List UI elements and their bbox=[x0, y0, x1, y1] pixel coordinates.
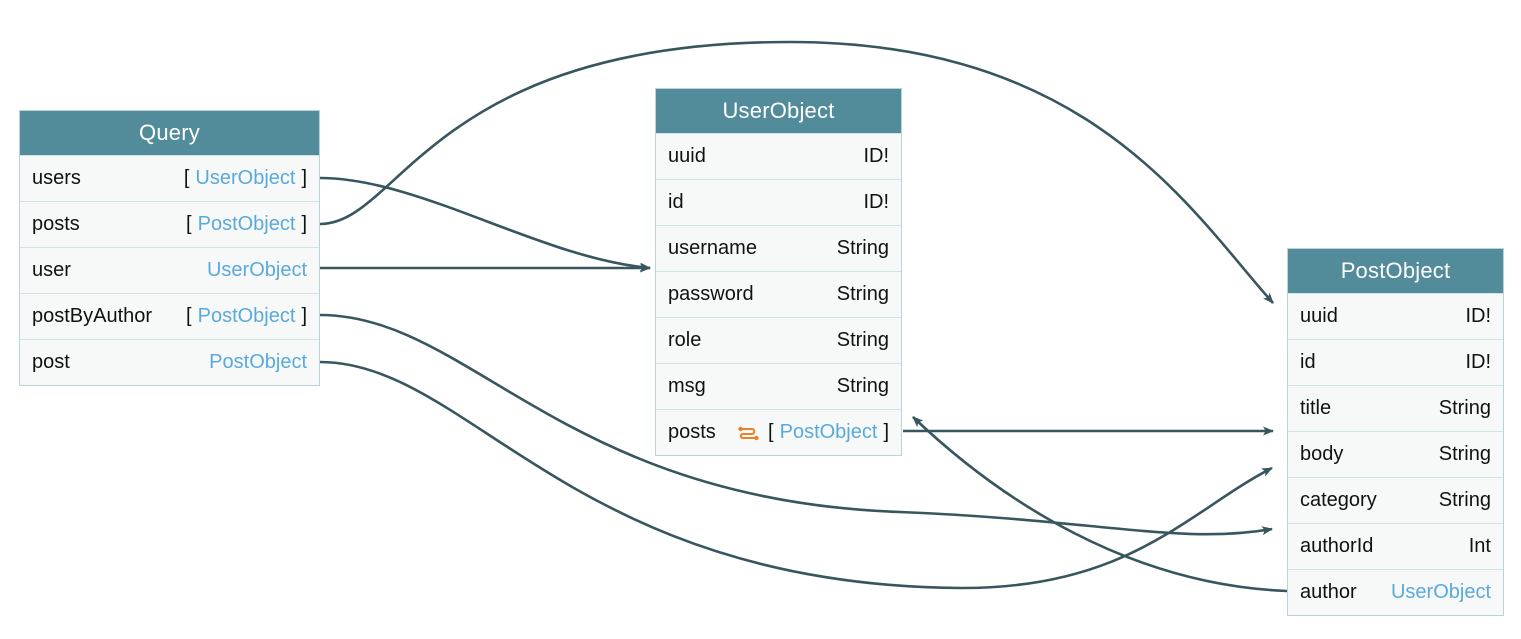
field-row-query-posts[interactable]: posts [PostObject] bbox=[20, 201, 319, 247]
field-name: authorId bbox=[1300, 535, 1374, 557]
field-row-query-users[interactable]: users [UserObject] bbox=[20, 155, 319, 201]
field-name: posts bbox=[668, 421, 716, 443]
field-name: role bbox=[668, 329, 702, 351]
type-reference: PostObject bbox=[197, 305, 296, 327]
field-type: ID! bbox=[1465, 305, 1491, 327]
field-row-postobject-authorid[interactable]: authorId Int bbox=[1288, 523, 1503, 569]
edge-query-users-to-userobject bbox=[319, 176, 651, 272]
field-type: [UserObject] bbox=[183, 167, 307, 189]
field-name: category bbox=[1300, 489, 1377, 511]
field-type: String bbox=[836, 329, 889, 351]
field-type: [PostObject] bbox=[186, 213, 307, 235]
resolver-relation-icon bbox=[736, 424, 762, 442]
field-type: PostObject bbox=[209, 351, 307, 374]
field-type: String bbox=[1438, 397, 1491, 419]
field-row-query-user[interactable]: user UserObject bbox=[20, 247, 319, 293]
field-type: [PostObject] bbox=[736, 421, 889, 444]
field-type: String bbox=[836, 375, 889, 397]
field-name: title bbox=[1300, 397, 1332, 419]
type-reference: PostObject bbox=[197, 213, 296, 235]
field-name: body bbox=[1300, 443, 1344, 465]
entity-userobject-title: UserObject bbox=[656, 89, 901, 133]
field-row-userobject-posts[interactable]: posts [PostObject] bbox=[656, 409, 901, 455]
field-name: posts bbox=[32, 213, 80, 235]
field-type: UserObject bbox=[1391, 581, 1491, 604]
field-row-query-postbyauthor[interactable]: postByAuthor [PostObject] bbox=[20, 293, 319, 339]
type-reference: UserObject bbox=[206, 259, 307, 281]
edge-query-post-to-postobject bbox=[319, 360, 1273, 590]
field-name: msg bbox=[668, 375, 706, 397]
field-name: author bbox=[1300, 581, 1357, 603]
field-name: password bbox=[668, 283, 754, 305]
field-name: user bbox=[32, 259, 71, 281]
field-name: username bbox=[668, 237, 757, 259]
field-name: uuid bbox=[668, 145, 706, 167]
field-name: users bbox=[32, 167, 81, 189]
type-reference: UserObject bbox=[195, 167, 296, 189]
field-type: String bbox=[1438, 443, 1491, 465]
field-name: postByAuthor bbox=[32, 305, 153, 327]
field-row-query-post[interactable]: post PostObject bbox=[20, 339, 319, 385]
field-type: String bbox=[836, 283, 889, 305]
edge-query-posts-to-postobject bbox=[319, 40, 1274, 304]
edge-postobject-author-to-userobject-posts bbox=[912, 416, 1288, 593]
field-name: id bbox=[1300, 351, 1316, 373]
field-type: String bbox=[1438, 489, 1491, 511]
type-reference: PostObject bbox=[209, 351, 307, 373]
field-row-postobject-author[interactable]: author UserObject bbox=[1288, 569, 1503, 615]
field-row-userobject-msg[interactable]: msg String bbox=[656, 363, 901, 409]
field-row-postobject-uuid[interactable]: uuid ID! bbox=[1288, 293, 1503, 339]
field-name: post bbox=[32, 351, 70, 373]
field-name: uuid bbox=[1300, 305, 1338, 327]
entity-query-title: Query bbox=[20, 111, 319, 155]
field-type: Int bbox=[1468, 535, 1491, 557]
field-row-postobject-id[interactable]: id ID! bbox=[1288, 339, 1503, 385]
type-reference: UserObject bbox=[1390, 581, 1491, 603]
field-row-userobject-username[interactable]: username String bbox=[656, 225, 901, 271]
entity-postobject-title: PostObject bbox=[1288, 249, 1503, 293]
field-type: ID! bbox=[1465, 351, 1491, 373]
field-row-userobject-id[interactable]: id ID! bbox=[656, 179, 901, 225]
field-type: [PostObject] bbox=[186, 305, 307, 327]
entity-query[interactable]: Query users [UserObject] posts [PostObje… bbox=[19, 110, 320, 386]
type-reference: PostObject bbox=[779, 421, 878, 443]
field-row-postobject-title[interactable]: title String bbox=[1288, 385, 1503, 431]
field-row-postobject-category[interactable]: category String bbox=[1288, 477, 1503, 523]
field-type: ID! bbox=[863, 145, 889, 167]
field-row-userobject-uuid[interactable]: uuid ID! bbox=[656, 133, 901, 179]
field-row-userobject-role[interactable]: role String bbox=[656, 317, 901, 363]
field-type: String bbox=[836, 237, 889, 259]
entity-postobject[interactable]: PostObject uuid ID! id ID! title String … bbox=[1287, 248, 1504, 616]
field-row-postobject-body[interactable]: body String bbox=[1288, 431, 1503, 477]
field-type: UserObject bbox=[207, 259, 307, 282]
entity-userobject[interactable]: UserObject uuid ID! id ID! username Stri… bbox=[655, 88, 902, 456]
field-type: ID! bbox=[863, 191, 889, 213]
field-name: id bbox=[668, 191, 684, 213]
field-row-userobject-password[interactable]: password String bbox=[656, 271, 901, 317]
